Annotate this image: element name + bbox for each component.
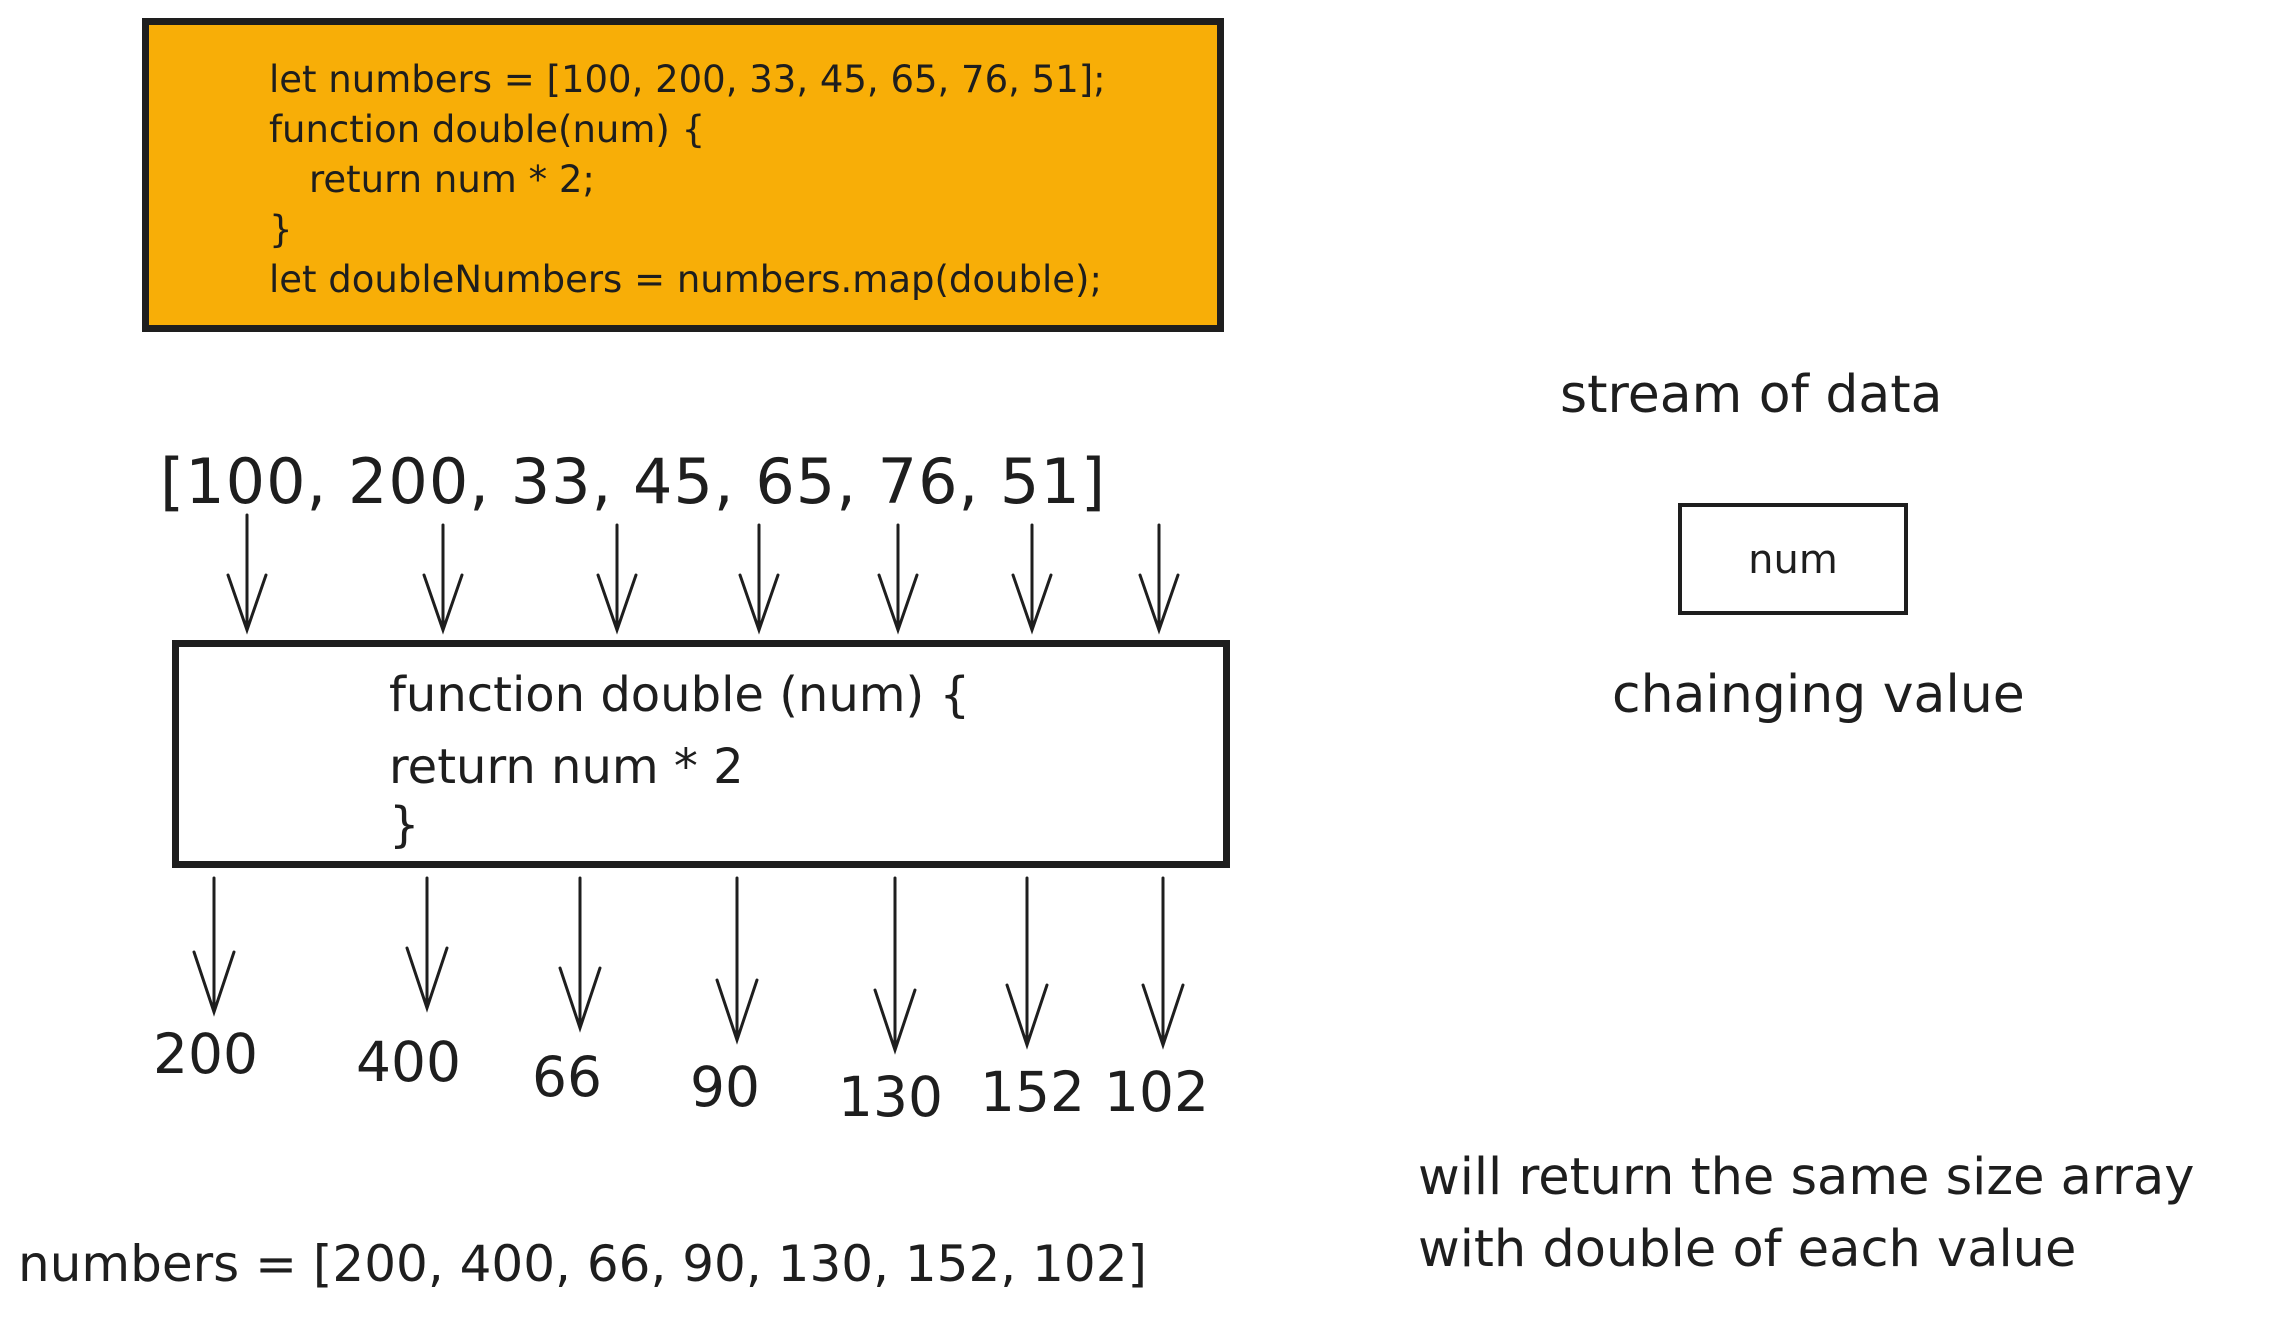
output-arrow-4: [715, 876, 759, 1045]
input-array-label: [100, 200, 33, 45, 65, 76, 51]: [160, 445, 1107, 518]
code-snippet-box: let numbers = [100, 200, 33, 45, 65, 76,…: [142, 18, 1224, 332]
input-arrow-5: [877, 523, 919, 635]
function-line-1: function double (num) {: [389, 667, 971, 723]
output-arrow-7: [1141, 876, 1185, 1050]
function-line-3: }: [389, 797, 420, 853]
output-value-5: 130: [838, 1065, 943, 1129]
code-line-3: return num * 2;: [309, 158, 595, 201]
output-value-2: 400: [356, 1030, 461, 1094]
output-arrow-3: [558, 876, 602, 1033]
num-box: num: [1678, 503, 1908, 615]
output-arrow-6: [1005, 876, 1049, 1050]
output-value-7: 102: [1104, 1060, 1209, 1124]
input-arrow-1: [226, 513, 268, 635]
code-line-1: let numbers = [100, 200, 33, 45, 65, 76,…: [269, 58, 1106, 101]
output-value-6: 152: [980, 1060, 1085, 1124]
input-arrow-6: [1011, 523, 1053, 635]
output-value-4: 90: [690, 1055, 760, 1119]
input-arrow-3: [596, 523, 638, 635]
code-line-5: let doubleNumbers = numbers.map(double);: [269, 258, 1102, 301]
output-arrow-1: [192, 876, 236, 1017]
function-box: function double (num) { return num * 2 }: [172, 640, 1230, 868]
code-lines: let numbers = [100, 200, 33, 45, 65, 76,…: [269, 55, 1106, 305]
output-value-1: 200: [153, 1022, 258, 1086]
function-line-2: return num * 2: [389, 739, 744, 795]
input-arrow-2: [422, 523, 464, 635]
code-line-4: }: [269, 208, 293, 251]
num-box-label: num: [1748, 537, 1838, 583]
output-arrow-5: [873, 876, 917, 1055]
stream-of-data-label: stream of data: [1560, 365, 1943, 425]
note-text: will return the same size array with dou…: [1418, 1142, 2194, 1286]
changing-value-label: chainging value: [1612, 665, 2025, 725]
note-line-2: with double of each value: [1418, 1220, 2077, 1279]
note-line-1: will return the same size array: [1418, 1148, 2195, 1207]
result-array-label: numbers = [200, 400, 66, 90, 130, 152, 1…: [18, 1235, 1148, 1293]
input-arrow-4: [738, 523, 780, 635]
code-line-2: function double(num) {: [269, 108, 706, 151]
output-value-3: 66: [532, 1045, 602, 1109]
output-arrow-2: [405, 876, 449, 1013]
input-arrow-7: [1138, 523, 1180, 635]
